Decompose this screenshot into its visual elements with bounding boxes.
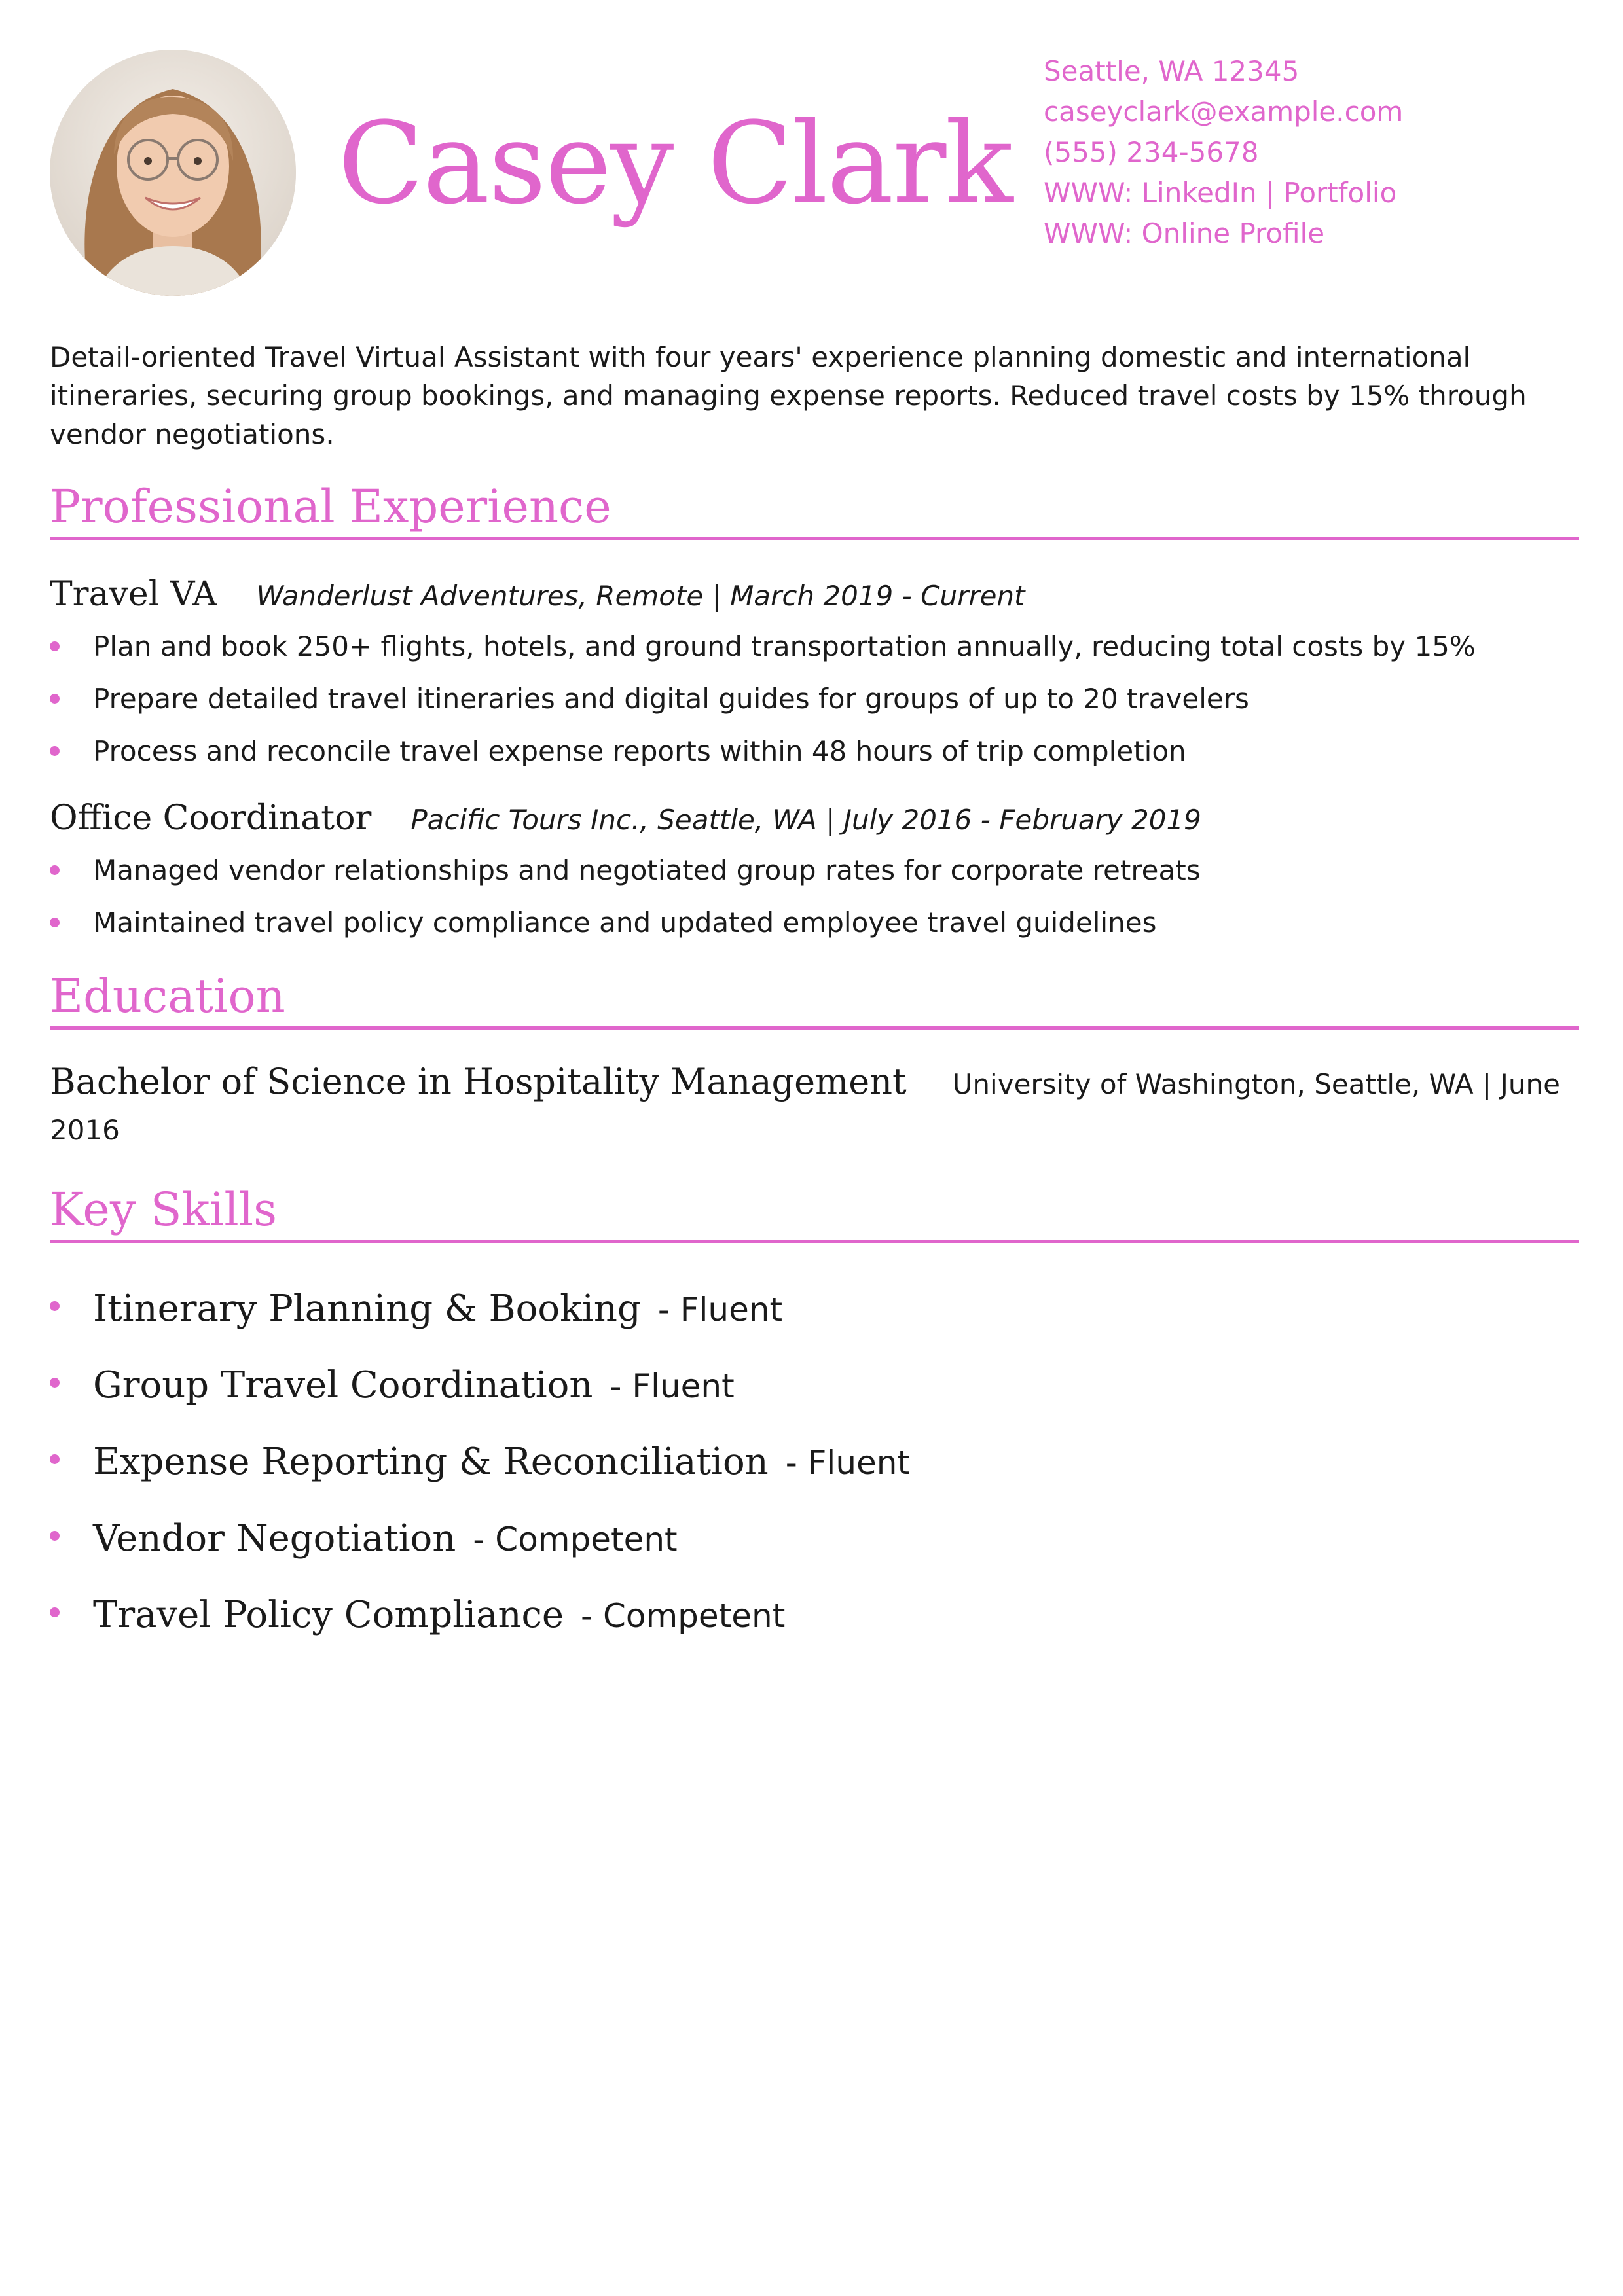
education-details: University of Washington, Seattle, WA | … xyxy=(50,1068,1560,1146)
skill-level: - Fluent xyxy=(610,1367,735,1405)
contact-info: Seattle, WA 12345 caseyclark@example.com… xyxy=(1044,51,1403,254)
job-header: Office Coordinator Pacific Tours Inc., S… xyxy=(50,798,1201,838)
skill-item: Group Travel Coordination - Fluent xyxy=(50,1359,910,1436)
skills-section-title: Key Skills xyxy=(50,1182,1579,1243)
skill-level: - Fluent xyxy=(657,1291,783,1329)
job-details: , Remote | March 2019 - Current xyxy=(578,580,1025,612)
skill-level: - Competent xyxy=(581,1597,786,1635)
list-item: Managed vendor relationships and negotia… xyxy=(50,844,1201,897)
job-bullets: Plan and book 250+ flights, hotels, and … xyxy=(50,620,1476,778)
skill-name: Expense Reporting & Reconciliation xyxy=(93,1441,769,1483)
skill-item: Vendor Negotiation - Competent xyxy=(50,1513,910,1589)
list-item: Process and reconcile travel expense rep… xyxy=(50,725,1476,778)
skill-level: - Fluent xyxy=(785,1444,911,1482)
skill-name: Group Travel Coordination xyxy=(93,1364,593,1407)
job-title: Travel VA xyxy=(50,575,217,614)
job-bullets: Managed vendor relationships and negotia… xyxy=(50,844,1201,949)
contact-linkedin-portfolio-link[interactable]: WWW: LinkedIn | Portfolio xyxy=(1044,177,1397,209)
job-header: Travel VA Wanderlust Adventures, Remote … xyxy=(50,575,1025,614)
contact-email-link[interactable]: caseyclark@example.com xyxy=(1044,96,1404,128)
professional-summary: Detail-oriented Travel Virtual Assistant… xyxy=(50,341,1527,450)
skill-item: Travel Policy Compliance - Competent xyxy=(50,1589,910,1666)
experience-section-title: Professional Experience xyxy=(50,479,1579,540)
job-company: Pacific Tours Inc. xyxy=(410,804,640,836)
education-section-title: Education xyxy=(50,969,1579,1030)
job-title: Office Coordinator xyxy=(50,798,372,838)
list-item: Prepare detailed travel itineraries and … xyxy=(50,673,1476,725)
list-item: Maintained travel policy compliance and … xyxy=(50,897,1201,949)
job-details: , Seattle, WA | July 2016 - February 201… xyxy=(640,804,1201,836)
skill-name: Itinerary Planning & Booking xyxy=(93,1287,641,1330)
candidate-name: Casey Clark xyxy=(338,98,1013,229)
degree-name: Bachelor of Science in Hospitality Manag… xyxy=(50,1061,907,1102)
skill-item: Itinerary Planning & Booking - Fluent xyxy=(50,1283,910,1359)
skill-name: Travel Policy Compliance xyxy=(93,1594,564,1636)
skill-item: Expense Reporting & Reconciliation - Flue… xyxy=(50,1436,910,1513)
contact-online-profile-link[interactable]: WWW: Online Profile xyxy=(1044,217,1325,249)
profile-portrait-image xyxy=(50,50,296,296)
skill-level: - Competent xyxy=(473,1520,678,1558)
education-entry: Bachelor of Science in Hospitality Manag… xyxy=(50,1059,1579,1153)
skill-name: Vendor Negotiation xyxy=(93,1517,456,1560)
contact-phone[interactable]: (555) 234-5678 xyxy=(1044,136,1259,168)
contact-address: Seattle, WA 12345 xyxy=(1044,55,1300,87)
job-meta: Wanderlust Adventures, Remote | March 20… xyxy=(256,580,1025,612)
list-item: Plan and book 250+ flights, hotels, and … xyxy=(50,620,1476,673)
skills-list: Itinerary Planning & Booking - Fluent Gro… xyxy=(50,1283,910,1666)
profile-photo xyxy=(50,50,296,296)
job-meta: Pacific Tours Inc., Seattle, WA | July 2… xyxy=(410,804,1201,836)
job-company: Wanderlust Adventures xyxy=(256,580,579,612)
